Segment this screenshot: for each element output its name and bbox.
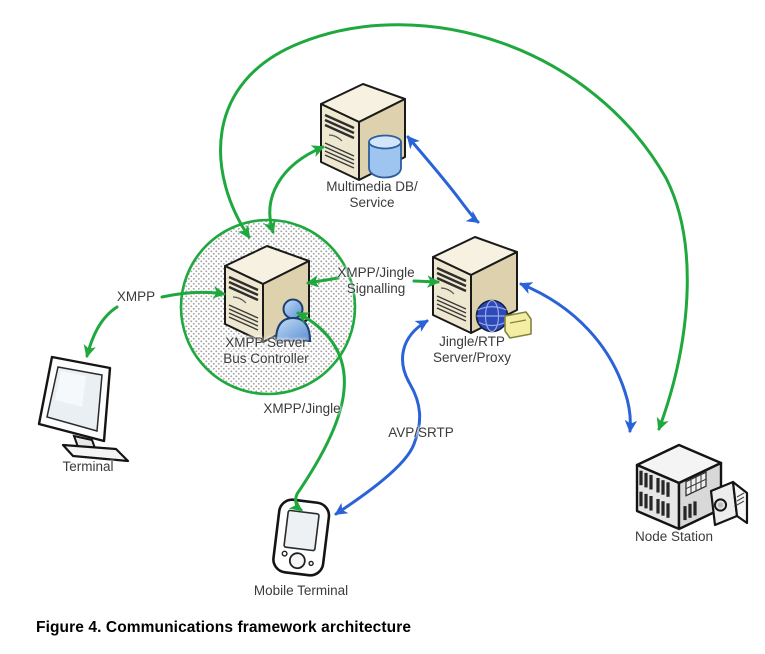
jingle-rtp-server-icon xyxy=(431,235,532,339)
arrow-xmpp-label-to-terminal xyxy=(83,305,119,358)
multimedia-db-server-icon xyxy=(319,82,407,182)
label-edge-xmpp: XMPP xyxy=(116,288,156,304)
arrow-signalling-to-xmpp-server xyxy=(306,275,340,288)
user-figure-icon xyxy=(282,298,304,320)
arrow-xmpp-server-multimedia-db xyxy=(263,145,325,234)
label-node-station: Node Station xyxy=(634,528,714,544)
label-edge-xmpp-jingle: XMPP/Jingle xyxy=(263,400,341,416)
terminal-monitor-icon xyxy=(37,355,130,463)
label-multimedia-db: Multimedia DB/ Service xyxy=(326,178,418,210)
figure-caption: Figure 4. Communications framework archi… xyxy=(36,619,412,636)
arrow-xmpp-label-to-xmpp-server xyxy=(160,286,226,299)
arrow-xmpp-server-node-station xyxy=(219,23,689,431)
arrow-multimedia-db-jingle-rtp xyxy=(406,135,480,224)
arrow-jingle-rtp-node-station xyxy=(519,282,638,433)
node-station-icon xyxy=(635,443,749,531)
arrow-signalling-to-jingle-rtp xyxy=(412,275,440,288)
arrow-mobile-terminal-jingle-rtp xyxy=(334,319,429,516)
label-mobile-terminal: Mobile Terminal xyxy=(253,582,349,598)
label-jingle-rtp: Jingle/RTP Server/Proxy xyxy=(432,333,512,365)
arrow-xmpp-server-mobile-terminal xyxy=(288,311,346,512)
xmpp-server-icon xyxy=(223,244,312,344)
database-cylinder-icon xyxy=(368,142,402,179)
label-xmpp-server: XMPP Server Bus Controller xyxy=(223,334,309,366)
label-edge-xmpp-jingle-signalling: XMPP/Jingle Signalling xyxy=(337,264,415,296)
label-edge-avp-srtp: AVP/SRTP xyxy=(388,424,454,440)
label-terminal: Terminal xyxy=(62,458,114,474)
